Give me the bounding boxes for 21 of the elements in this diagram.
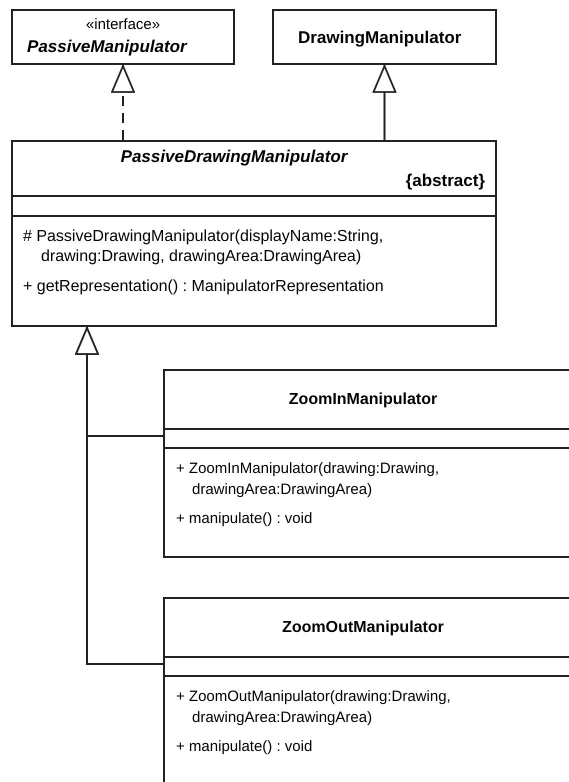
class-box [163,597,569,782]
operation-text: + getRepresentation() : ManipulatorRepresentation [23,277,384,297]
generalization-arrow [75,327,163,665]
generalization-arrow [372,65,396,140]
class-name: ZoomOutManipulator [282,618,445,637]
class-box [11,140,497,327]
constraint-label: {abstract} [406,171,485,190]
realization-arrow [111,65,135,140]
operation-text: + ZoomOutManipulator(drawing:Drawing, drawingArea:DrawingArea) [176,687,452,728]
operation-text: + ZoomInManipulator(drawing:Drawing, drawingArea:DrawingArea) [176,459,440,500]
operation-text: + manipulate() : void [176,737,312,757]
class-name: DrawingManipulator [297,28,462,46]
class-name: PassiveDrawingManipulator [120,147,350,166]
operation-text: # PassiveDrawingManipulator(displayName:String, drawing:Drawing, drawingArea:DrawingArea) [23,227,384,267]
operation-text: + manipulate() : void [176,509,312,529]
class-box [272,9,497,65]
class-box [11,9,235,65]
class-box [163,369,569,558]
class-name: PassiveManipulator [26,37,188,56]
class-name: ZoomInManipulator [288,390,438,409]
stereotype-label: «interface» [84,15,162,34]
